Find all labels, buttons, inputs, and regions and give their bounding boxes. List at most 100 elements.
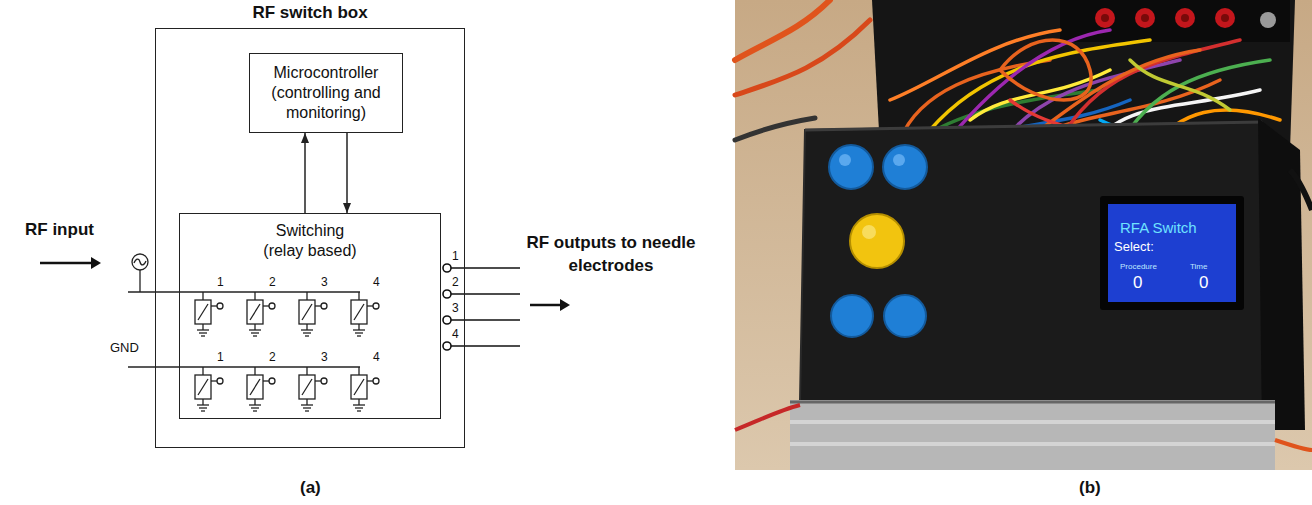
- relay-symbol: [353, 404, 365, 405]
- rail-line: [128, 291, 360, 293]
- device-photo: [1100, 196, 1244, 310]
- relay-symbol: [373, 303, 379, 309]
- callout-number: 1: [217, 275, 224, 289]
- relay-row: [195, 292, 379, 411]
- callout-number: 2: [269, 275, 276, 289]
- relay-symbol: [254, 367, 255, 375]
- device-photo: [1258, 118, 1305, 430]
- relay-symbol: [195, 367, 223, 411]
- relay-symbol: [306, 292, 307, 300]
- relay-symbol: [201, 410, 205, 411]
- rf-output-arrow: [560, 299, 570, 311]
- rf-output-arrow: [530, 304, 561, 307]
- device-photo: [805, 122, 1262, 130]
- relay-symbol: [202, 367, 203, 375]
- device-photo: [735, 405, 800, 430]
- relay-symbol: [201, 335, 205, 336]
- output-number: 3: [452, 301, 459, 315]
- relay-symbol: [269, 378, 275, 384]
- relay-symbol: [198, 304, 208, 320]
- callout-number: 1: [217, 350, 224, 364]
- device-photo: [1060, 0, 1290, 42]
- relay-symbol: [357, 410, 361, 411]
- relay-symbol: [202, 324, 203, 330]
- device-photo: [1181, 14, 1189, 22]
- relay-symbol: [202, 292, 203, 300]
- device-photo: [1135, 8, 1155, 28]
- output-terminal: [443, 264, 520, 350]
- device-photo: [1130, 60, 1230, 110]
- relay-symbol: [247, 300, 263, 324]
- relay-symbol: [367, 305, 373, 306]
- output-terminal: [443, 342, 451, 350]
- relay-symbol: [195, 375, 211, 399]
- rail-line: [128, 292, 360, 367]
- device-photo: [850, 214, 904, 268]
- device-photo: [1221, 14, 1229, 22]
- relay-symbol: [251, 407, 259, 408]
- device-photo: [1260, 12, 1276, 28]
- relay-symbol: [353, 329, 365, 330]
- relay-symbol: [373, 378, 379, 384]
- ac-source-symbol: [132, 254, 148, 270]
- ac-source-symbol: [132, 254, 148, 292]
- relay-symbol: [301, 329, 313, 330]
- relay-symbol: [253, 335, 257, 336]
- device-photo: [831, 295, 873, 337]
- screen-text: Time: [1190, 262, 1207, 272]
- rf-input-arrow: [91, 257, 101, 269]
- screen-text: Select:: [1114, 239, 1154, 255]
- box-heading: RF switch box: [156, 3, 464, 23]
- relay-symbol: [202, 399, 203, 405]
- relay-symbol: [302, 379, 312, 395]
- switching-box: Switching (relay based): [179, 213, 441, 419]
- device-photo: [1108, 204, 1236, 302]
- device-photo: [735, 0, 830, 60]
- device-photo: [735, 0, 1312, 470]
- relay-symbol: [321, 378, 327, 384]
- relay-symbol: [306, 399, 307, 405]
- callout-number: 4: [373, 350, 380, 364]
- output-number: 2: [452, 275, 459, 289]
- relay-symbol: [357, 335, 361, 336]
- relay-symbol: [358, 399, 359, 405]
- relay-symbol: [302, 304, 312, 320]
- relay-symbol: [197, 404, 209, 405]
- relay-symbol: [250, 304, 260, 320]
- controller-box: Microcontroller (controlling and monitor…: [249, 53, 403, 133]
- signal-name: RF outputs to needle electrodes: [525, 232, 697, 278]
- relay-symbol: [217, 303, 223, 309]
- relay-symbol: [351, 367, 379, 411]
- device-photo: [1095, 8, 1115, 28]
- screen-text: RFA Switch: [1120, 219, 1197, 237]
- switch-box-housing: RF switch boxMicrocontroller (controllin…: [155, 28, 465, 448]
- device-photo: [735, 0, 1312, 470]
- relay-symbol: [249, 329, 261, 330]
- rf-input-arrow: [40, 262, 92, 265]
- relay-symbol: [254, 399, 255, 405]
- device-photo: [839, 154, 851, 166]
- screen-text: Procedure: [1120, 262, 1157, 272]
- panel-label: (b): [1079, 478, 1101, 498]
- output-terminal: [451, 319, 520, 321]
- relay-symbol: [263, 380, 269, 381]
- device-photo: [790, 401, 1275, 404]
- panel-label: (a): [300, 478, 321, 498]
- relay-symbol: [247, 292, 275, 336]
- device-photo: [1040, 50, 1200, 130]
- relay-symbol: [303, 407, 311, 408]
- ac-source-symbol: [134, 259, 146, 265]
- device-photo: [735, 20, 870, 95]
- relay-symbol: [211, 305, 217, 306]
- relay-symbol: [315, 380, 321, 381]
- box-text: Microcontroller (controlling and monitor…: [260, 63, 392, 123]
- device-photo: [1141, 14, 1149, 22]
- relay-symbol: [299, 292, 327, 336]
- relay-symbol: [315, 305, 321, 306]
- output-terminal: [443, 290, 451, 298]
- signal-arrow: [346, 133, 348, 213]
- relay-symbol: [358, 367, 359, 375]
- relay-symbol: [358, 324, 359, 330]
- rf-input-arrow: [40, 257, 101, 269]
- output-terminal: [451, 267, 520, 269]
